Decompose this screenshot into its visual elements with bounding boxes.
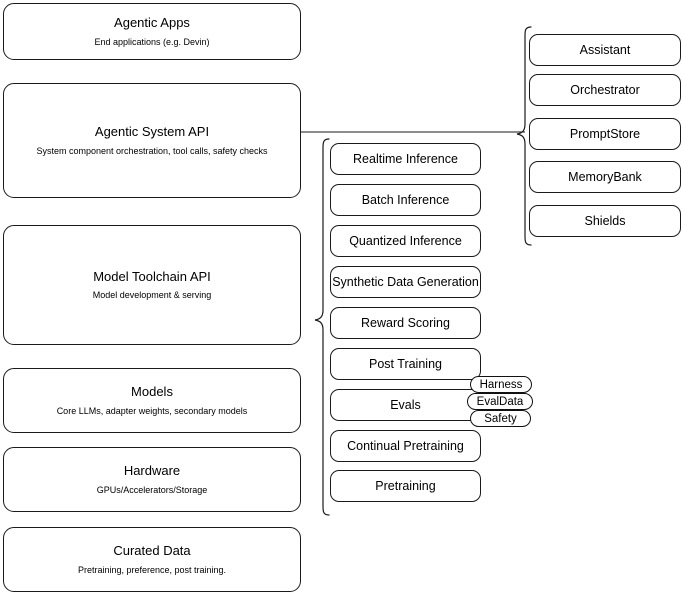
- eval-pill-safety[interactable]: Safety: [470, 410, 531, 427]
- layer-title: Models: [131, 384, 173, 400]
- component-shields[interactable]: Shields: [529, 205, 681, 237]
- component-label: PromptStore: [569, 127, 641, 141]
- component-label: Assistant: [579, 43, 631, 57]
- layer-hardware[interactable]: Hardware GPUs/Accelerators/Storage: [3, 447, 301, 512]
- component-orchestrator[interactable]: Orchestrator: [529, 74, 681, 106]
- layer-subtitle: GPUs/Accelerators/Storage: [96, 484, 208, 495]
- component-label: Continual Pretraining: [347, 439, 464, 453]
- component-promptstore[interactable]: PromptStore: [529, 118, 681, 150]
- layer-title: Model Toolchain API: [93, 268, 211, 284]
- component-reward-scoring[interactable]: Reward Scoring: [330, 307, 481, 339]
- layer-model-toolchain-api[interactable]: Model Toolchain API Model development & …: [3, 225, 301, 345]
- component-batch-inference[interactable]: Batch Inference: [330, 184, 481, 216]
- component-label: Pretraining: [375, 479, 436, 493]
- layer-curated-data[interactable]: Curated Data Pretraining, preference, po…: [3, 527, 301, 592]
- layer-agentic-apps[interactable]: Agentic Apps End applications (e.g. Devi…: [3, 3, 301, 60]
- component-memorybank[interactable]: MemoryBank: [529, 161, 681, 193]
- component-label: Reward Scoring: [361, 316, 450, 330]
- component-synthetic-data-generation[interactable]: Synthetic Data Generation: [330, 266, 481, 298]
- component-assistant[interactable]: Assistant: [529, 34, 681, 66]
- component-continual-pretraining[interactable]: Continual Pretraining: [330, 430, 481, 462]
- component-label: Batch Inference: [361, 193, 450, 207]
- layer-title: Agentic System API: [94, 124, 210, 140]
- component-label: Synthetic Data Generation: [332, 275, 479, 289]
- eval-pill-label: EvalData: [476, 395, 524, 408]
- component-label: Post Training: [369, 357, 442, 371]
- brace-model-toolchain: [314, 138, 330, 516]
- layer-subtitle: Model development & serving: [92, 290, 212, 300]
- layer-title: Agentic Apps: [114, 15, 190, 31]
- eval-pill-label: Safety: [484, 412, 517, 425]
- layer-subtitle: End applications (e.g. Devin): [94, 36, 210, 47]
- component-label: Realtime Inference: [353, 152, 458, 166]
- component-label: Evals: [390, 398, 421, 412]
- connector-agentic-system-api: [300, 126, 528, 138]
- layer-subtitle: Core LLMs, adapter weights, secondary mo…: [56, 405, 248, 416]
- layer-title: Curated Data: [113, 543, 191, 559]
- component-quantized-inference[interactable]: Quantized Inference: [330, 225, 481, 257]
- eval-pill-harness[interactable]: Harness: [470, 376, 532, 393]
- eval-pill-evaldata[interactable]: EvalData: [467, 393, 533, 410]
- layer-title: Hardware: [123, 463, 181, 479]
- component-post-training[interactable]: Post Training: [330, 348, 481, 380]
- component-label: Orchestrator: [570, 83, 640, 97]
- component-label: Shields: [584, 214, 626, 228]
- component-label: MemoryBank: [568, 170, 642, 184]
- brace-agentic-system: [516, 26, 532, 246]
- eval-pill-label: Harness: [479, 378, 523, 391]
- layer-subtitle: System component orchestration, tool cal…: [36, 145, 268, 156]
- component-pretraining[interactable]: Pretraining: [330, 470, 481, 502]
- layer-subtitle: Pretraining, preference, post training.: [77, 564, 227, 575]
- layer-agentic-system-api[interactable]: Agentic System API System component orch…: [3, 83, 301, 198]
- layer-models[interactable]: Models Core LLMs, adapter weights, secon…: [3, 368, 301, 433]
- component-label: Quantized Inference: [349, 234, 462, 248]
- component-evals[interactable]: Evals: [330, 389, 481, 421]
- component-realtime-inference[interactable]: Realtime Inference: [330, 143, 481, 175]
